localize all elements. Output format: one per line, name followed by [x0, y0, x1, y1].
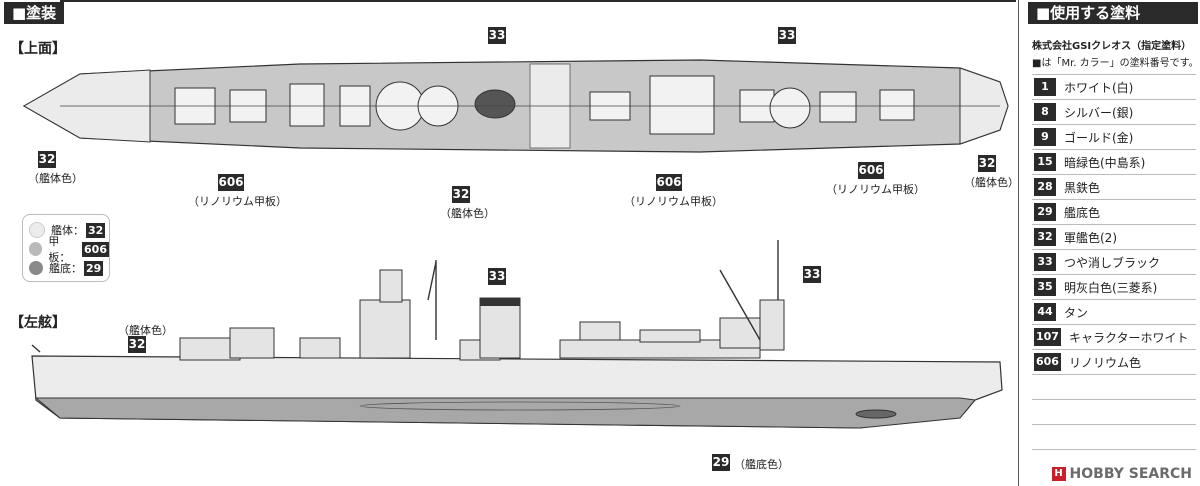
callout-606-b: 606 — [656, 174, 682, 191]
caption-linoleum-b: （リノリウム甲板） — [624, 195, 723, 208]
paint-note: ■は「Mr. カラー」の塗料番号です。 — [1032, 58, 1199, 69]
header-rule — [60, 0, 1016, 2]
paint-row-empty — [1032, 399, 1196, 424]
legend-bottom: 艦底：29 — [29, 259, 104, 277]
side-view-label: 【左舷】 — [10, 315, 66, 331]
legend-deck: 甲板：606 — [29, 235, 109, 264]
top-view-label: 【上面】 — [10, 41, 66, 57]
caption-hull-side: （艦体色） — [118, 324, 173, 337]
callout-33-funnel: 33 — [488, 268, 506, 285]
side-view-ship — [31, 240, 1003, 429]
caption-bottom-side: （艦底色） — [734, 458, 789, 471]
callout-32-mid: 32 — [452, 186, 470, 203]
paint-row-empty — [1032, 449, 1196, 474]
paint-row-empty — [1032, 424, 1196, 449]
callout-32-stern: 32 — [978, 155, 996, 172]
callout-33-top-b: 33 — [778, 27, 796, 44]
paints-section-title: ■使用する塗料 — [1028, 2, 1198, 24]
caption-hull-bow: （艦体色） — [28, 172, 83, 185]
paint-section-title: ■塗装 — [4, 2, 65, 24]
callout-33-top-a: 33 — [488, 27, 506, 44]
callout-29-bottom: 29 — [712, 454, 730, 471]
paint-row-empty — [1032, 374, 1196, 399]
top-view-ship — [22, 59, 1009, 153]
caption-linoleum-a: （リノリウム甲板） — [188, 195, 287, 208]
bottom-swatch — [29, 261, 43, 275]
brand-logo-icon: H — [1051, 467, 1066, 481]
caption-hull-mid: （艦体色） — [440, 207, 495, 220]
watermark: H HOBBY SEARCH — [1051, 466, 1192, 482]
callout-33-mast: 33 — [803, 266, 821, 283]
legend-hull: 艦体：32 — [29, 221, 106, 239]
deck-swatch — [29, 242, 43, 256]
callout-32-side: 32 — [128, 336, 146, 353]
caption-hull-stern: （艦体色） — [964, 176, 1019, 189]
color-legend: 艦体：32 甲板：606 艦底：29 — [22, 214, 110, 282]
callout-32-bow: 32 — [38, 151, 56, 168]
callout-606-a: 606 — [218, 174, 244, 191]
caption-linoleum-c: （リノリウム甲板） — [826, 183, 925, 196]
paint-maker: 株式会社GSIクレオス（指定塗料） — [1032, 41, 1192, 52]
section-divider — [1018, 0, 1019, 486]
hull-swatch — [29, 222, 45, 238]
callout-606-c: 606 — [858, 162, 884, 179]
